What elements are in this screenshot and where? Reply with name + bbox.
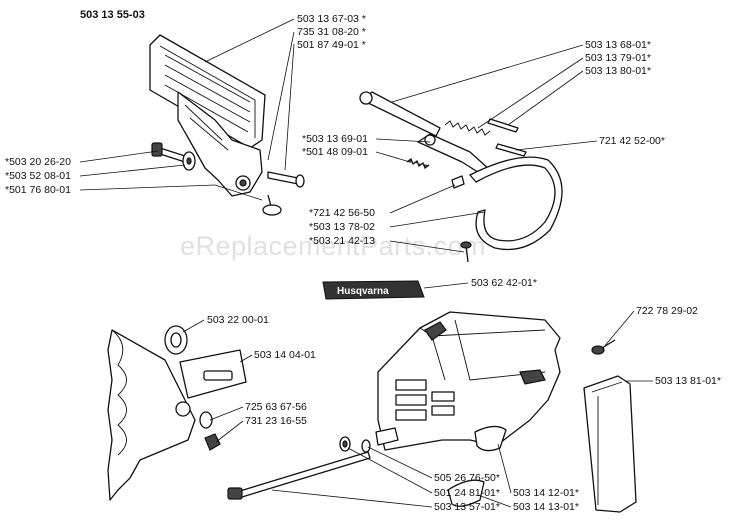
part-label: 503 13 80-01* [585,65,651,77]
leader-decal [423,282,469,289]
cover-plate-assembly [583,339,637,513]
part-number-labels: 503 13 67-03 * 735 31 08-20 * 501 87 49-… [5,13,721,513]
leader-lines-top-right [375,44,598,253]
part-label: 503 13 81-01* [655,375,721,387]
part-label: 722 78 29-02 [636,305,698,317]
bar-plate-assembly [107,325,247,501]
part-label: 503 62 42-01* [471,277,537,289]
part-label: 731 23 16-55 [245,415,307,427]
hand-guard-assembly [149,34,305,216]
part-label: 503 14 12-01* [513,487,579,499]
leader-lines-bottom-center [271,443,512,508]
part-label: 503 22 00-01 [207,314,269,326]
decal-logo-text: Husqvarna [337,286,389,297]
leader-lines-bottom-right [602,310,653,382]
part-label: 503 13 68-01* [585,39,651,51]
leader-lines-top-left [79,18,295,201]
assembly-number: 503 13 55-03 [80,9,145,21]
part-label: 721 42 52-00* [599,135,665,147]
part-label: 503 14 04-01 [254,349,316,361]
part-label: *721 42 56-50 [309,207,375,219]
part-label: 503 14 13-01* [513,501,579,513]
part-label: *503 21 42-13 [309,235,375,247]
watermark: eReplacementParts.com [180,231,486,261]
part-label: *501 76 80-01 [5,184,71,196]
leader-lines-bottom-left [182,319,253,443]
part-label: 725 63 67-56 [245,401,307,413]
part-label: 503 13 57-01* [434,501,500,513]
part-label: 503 13 67-03 * [297,13,366,25]
part-label: 501 24 81-01* [434,487,500,499]
part-label: *503 20 26-20 [5,156,71,168]
part-label: 501 87 49-01 * [297,39,366,51]
husqvarna-decal: Husqvarna [322,280,425,300]
part-label: 505 26 76-50* [434,472,500,484]
part-label: *503 13 69-01 [302,133,368,145]
part-label: *501 48 09-01 [302,146,368,158]
brake-band-assembly [359,91,563,263]
clutch-cover-assembly [227,311,561,507]
part-label: *503 52 08-01 [5,170,71,182]
part-label: 735 31 08-20 * [297,26,366,38]
part-label: *503 13 78-02 [309,221,375,233]
part-label: 503 13 79-01* [585,52,651,64]
